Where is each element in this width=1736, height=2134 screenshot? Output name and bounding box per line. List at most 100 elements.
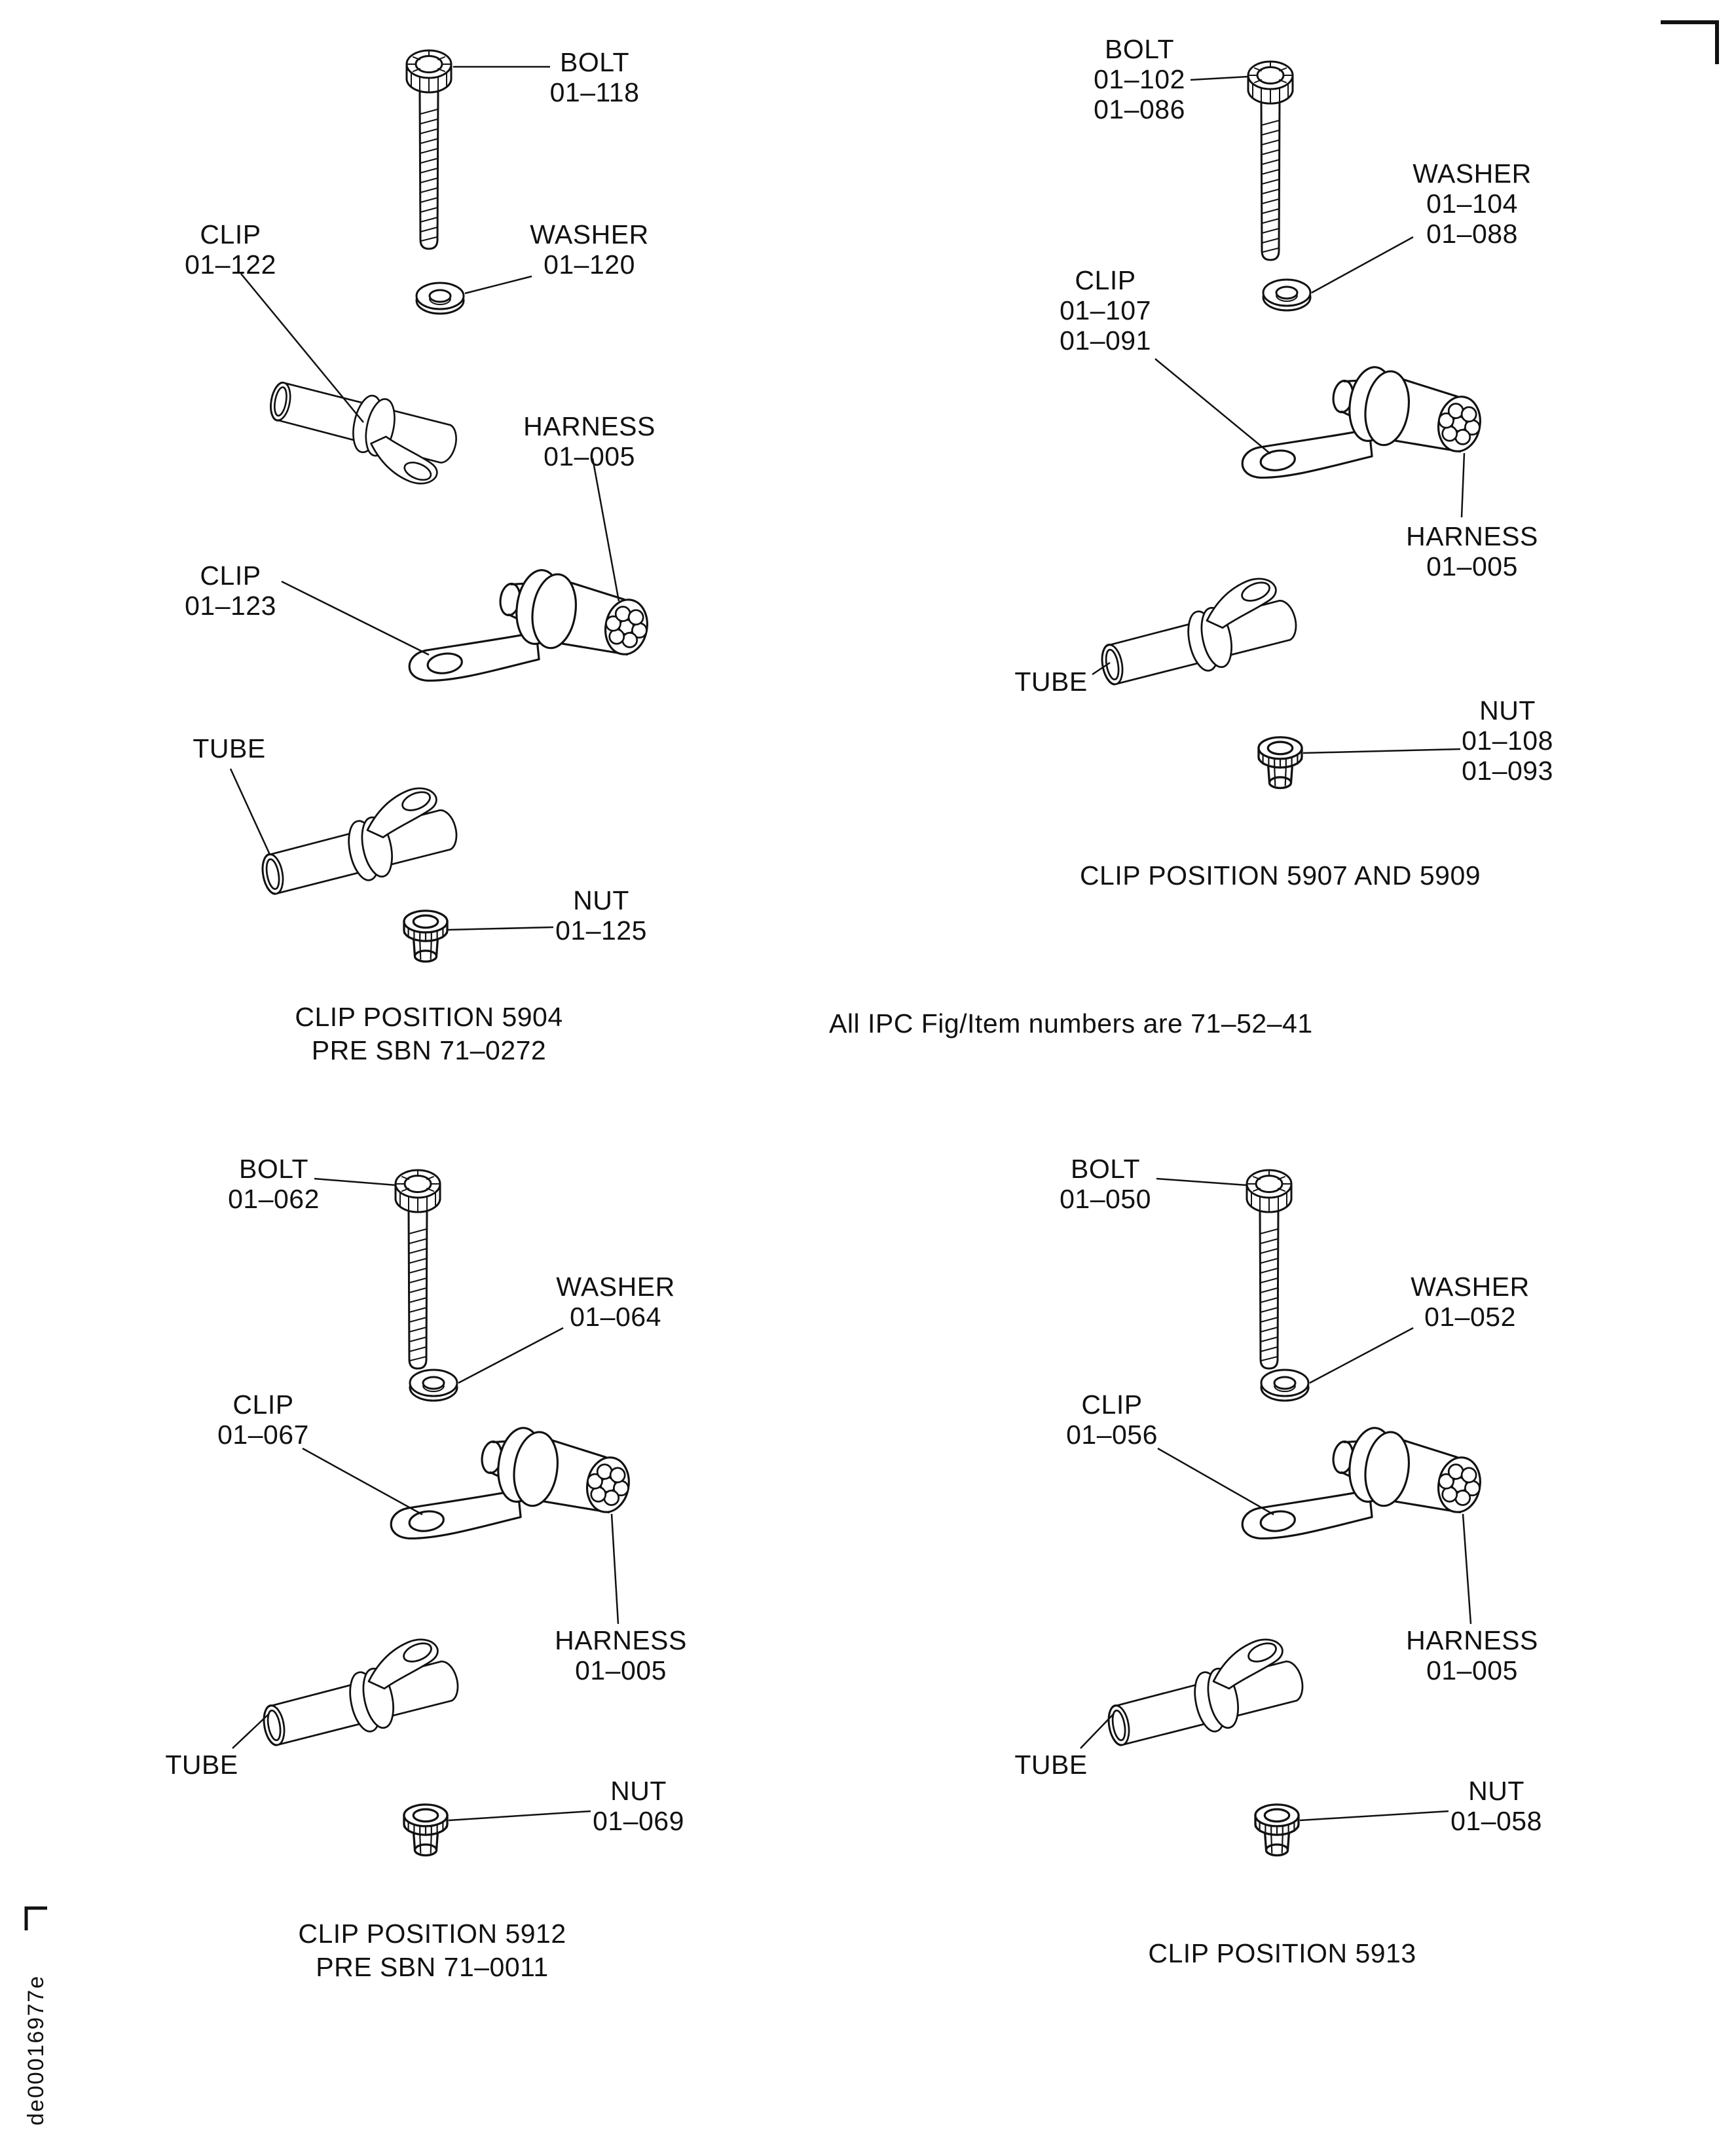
- label-text: NUT: [573, 885, 629, 915]
- leader-line: [240, 273, 364, 423]
- label-text: 01–120: [544, 249, 635, 280]
- tube-label: TUBE: [165, 1750, 238, 1780]
- label-text: HARNESS: [555, 1625, 687, 1655]
- label-text: 01–091: [1060, 325, 1151, 356]
- leader-line: [232, 1714, 269, 1749]
- leader-line: [229, 768, 271, 855]
- label-text: 01–093: [1462, 756, 1553, 786]
- washer-label: WASHER 01–104 01–088: [1413, 158, 1531, 249]
- tube-drawing: [260, 1638, 459, 1748]
- bolt-drawing: [405, 49, 452, 250]
- leader-line: [1154, 358, 1271, 454]
- leader-line: [1311, 236, 1414, 294]
- label-text: 01–118: [549, 77, 640, 107]
- caption-text: PRE SBN 71–0011: [316, 1952, 549, 1982]
- doc-code-bracket-mark: [24, 1906, 47, 1930]
- leader-line: [1302, 748, 1461, 754]
- clip-label: CLIP 01–122: [185, 219, 276, 280]
- caption-text: CLIP POSITION 5912: [298, 1919, 566, 1949]
- label-text: TUBE: [193, 733, 266, 763]
- label-text: 01–086: [1094, 94, 1185, 124]
- document-code: de00016977e: [24, 1974, 48, 2125]
- tube-label: TUBE: [1014, 667, 1087, 697]
- label-text: 01–056: [1066, 1420, 1158, 1450]
- leader-line: [458, 1327, 564, 1384]
- tube-drawing: [1098, 578, 1297, 687]
- leader-line: [1156, 1177, 1247, 1187]
- leader-line: [1157, 1447, 1274, 1516]
- leader-lines: [229, 65, 1472, 1822]
- washer-drawing: [415, 282, 465, 315]
- washer-label: WASHER 01–052: [1411, 1272, 1529, 1332]
- figure-caption: CLIP POSITION 5912 PRE SBN 71–0011: [298, 1917, 566, 1984]
- washer-drawing: [409, 1369, 458, 1402]
- bolt-drawing: [1246, 1169, 1293, 1370]
- leader-line: [1309, 1327, 1414, 1384]
- leader-line: [1299, 1810, 1449, 1822]
- harness-label: HARNESS 01–005: [1406, 521, 1538, 581]
- label-text: HARNESS: [1406, 1625, 1538, 1655]
- washer-label: WASHER 01–064: [556, 1272, 674, 1332]
- label-text: BOLT: [238, 1154, 309, 1184]
- bolt-label: BOLT 01–102 01–086: [1094, 34, 1185, 124]
- label-text: 01–104: [1426, 189, 1518, 219]
- caption-text: CLIP POSITION 5904: [295, 1002, 563, 1032]
- clip-label-2: CLIP 01–123: [185, 561, 276, 621]
- bolt-label: BOLT 01–118: [550, 47, 640, 107]
- leader-line: [610, 1513, 619, 1625]
- nut-drawing: [1254, 1803, 1300, 1857]
- label-text: 01–050: [1060, 1184, 1151, 1214]
- caption-text: CLIP POSITION 5913: [1148, 1938, 1416, 1968]
- leader-line: [464, 275, 532, 295]
- label-text: 01–122: [185, 249, 276, 280]
- label-text: 01–069: [593, 1806, 684, 1836]
- label-text: CLIP: [200, 219, 261, 249]
- label-text: 01–088: [1426, 219, 1518, 249]
- label-text: 01–067: [217, 1420, 309, 1450]
- label-text: 01–107: [1060, 295, 1151, 325]
- leader-line: [302, 1447, 423, 1516]
- leader-line: [1080, 1714, 1114, 1749]
- clip-harness-drawing: [390, 1424, 635, 1540]
- label-text: CLIP: [200, 561, 261, 591]
- clip-label: CLIP 01–056: [1066, 1389, 1158, 1450]
- figure-5904-drawing: [259, 49, 653, 963]
- label-text: 01–062: [228, 1184, 320, 1214]
- clip-label: CLIP 01–067: [217, 1389, 309, 1450]
- label-text: 01–005: [1426, 1655, 1518, 1685]
- tube-drawing: [1105, 1638, 1304, 1748]
- leader-line: [1190, 75, 1249, 81]
- clip-label: CLIP 01–107 01–091: [1060, 265, 1151, 356]
- leader-line: [314, 1177, 397, 1187]
- label-text: WASHER: [556, 1272, 675, 1302]
- label-text: WASHER: [530, 219, 649, 249]
- label-text: CLIP: [232, 1389, 294, 1420]
- label-text: CLIP: [1075, 265, 1136, 295]
- label-text: TUBE: [165, 1750, 238, 1780]
- bolt-label: BOLT 01–062: [228, 1154, 320, 1214]
- label-text: 01–005: [1426, 551, 1518, 581]
- label-text: CLIP: [1081, 1389, 1143, 1420]
- figure-caption: CLIP POSITION 5913: [1148, 1937, 1416, 1970]
- washer-drawing: [1262, 278, 1312, 312]
- leader-line: [281, 580, 430, 656]
- leader-line: [1092, 661, 1111, 676]
- label-text: TUBE: [1014, 1750, 1088, 1780]
- tube-label: TUBE: [1014, 1750, 1087, 1780]
- nut-label: NUT 01–108 01–093: [1462, 695, 1553, 786]
- bolt-drawing: [394, 1169, 441, 1370]
- clip-harness-drawing: [1241, 363, 1486, 479]
- label-text: HARNESS: [523, 411, 656, 441]
- clip-on-tube-drawing: [267, 380, 457, 485]
- caption-text: CLIP POSITION 5907 AND 5909: [1079, 860, 1481, 891]
- label-text: BOLT: [1104, 34, 1175, 64]
- label-text: NUT: [1479, 695, 1536, 726]
- label-text: 01–102: [1094, 64, 1185, 94]
- caption-text: PRE SBN 71–0272: [311, 1035, 547, 1065]
- harness-label: HARNESS 01–005: [523, 411, 656, 471]
- label-text: 01–058: [1450, 1806, 1542, 1836]
- label-text: HARNESS: [1406, 521, 1538, 551]
- nut-drawing: [403, 910, 449, 963]
